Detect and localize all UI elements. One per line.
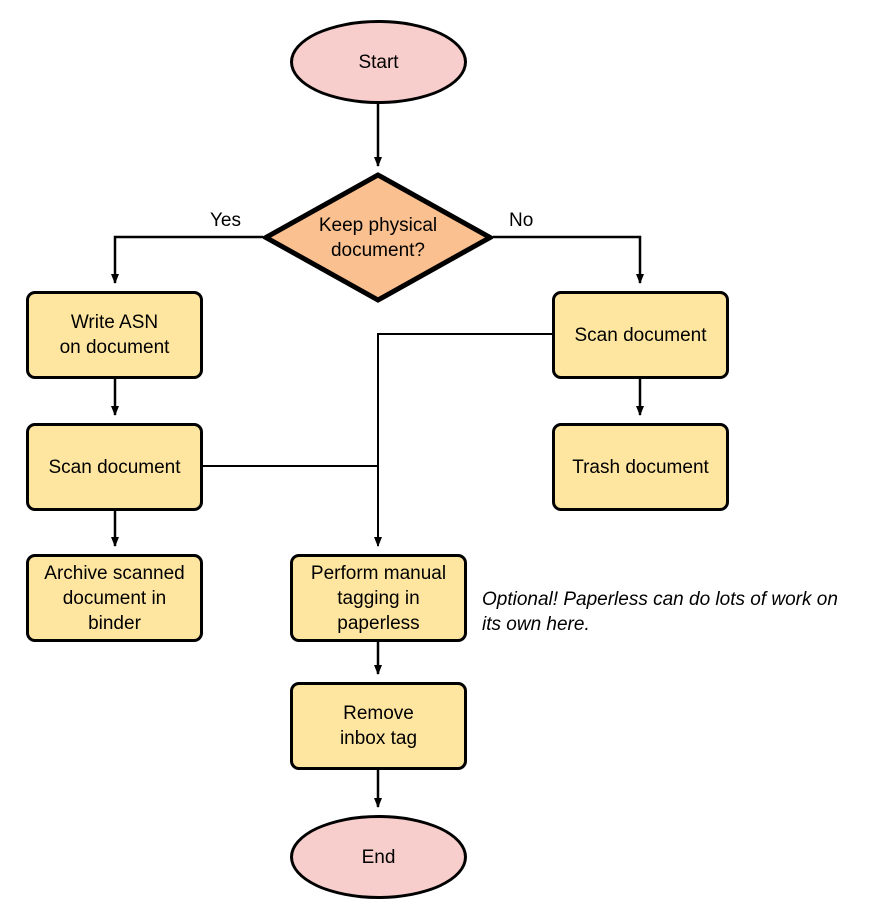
node-manual-tagging-label-line3: paperless [337, 612, 420, 634]
diamond-shape [263, 172, 493, 303]
edge-scan-right-to-manual-tagging [374, 333, 552, 547]
annotation-optional-note-line2: its own here. [482, 614, 590, 635]
node-scan-document-right-label: Scan document [574, 324, 707, 346]
node-scan-document-right[interactable]: Scan document [552, 291, 729, 379]
node-archive-label-line1: Archive scanned [44, 562, 185, 584]
node-archive-text: Archive scanned document in binder [44, 561, 184, 636]
node-start-label: Start [358, 51, 399, 73]
node-manual-tagging-text: Perform manual tagging in paperless [311, 561, 446, 636]
node-end[interactable]: End [290, 815, 467, 899]
node-archive-label-line3: binder [88, 612, 141, 634]
node-scan-document-left-label: Scan document [48, 456, 181, 478]
annotation-optional-note-line1: Optional! Paperless can do lots of work … [482, 589, 838, 610]
edge-decision-yes-to-write-asn [111, 235, 263, 284]
node-manual-tagging-label-line1: Perform manual [310, 562, 447, 584]
node-remove-inbox-label-line2: inbox tag [339, 728, 418, 749]
node-keep-physical-document-decision[interactable]: Keep physical document? [263, 172, 493, 303]
node-trash-document-label: Trash document [572, 456, 709, 478]
node-remove-inbox-label-line1: Remove [343, 703, 414, 724]
edge-label-yes: Yes [210, 210, 241, 231]
node-manual-tagging-label-line2: tagging in [337, 587, 420, 609]
node-write-asn-label-line2: on document [59, 337, 170, 358]
edge-decision-no-to-scan-right [493, 235, 644, 284]
node-write-asn-label-line1: Write ASN [70, 312, 159, 333]
node-archive-scanned-document[interactable]: Archive scanned document in binder [26, 554, 203, 642]
node-end-label: End [361, 846, 396, 868]
node-scan-document-left[interactable]: Scan document [26, 423, 203, 511]
node-trash-document[interactable]: Trash document [552, 423, 729, 511]
edge-label-no: No [509, 210, 534, 231]
annotation-optional-note: Optional! Paperless can do lots of work … [482, 587, 882, 637]
node-perform-manual-tagging[interactable]: Perform manual tagging in paperless [290, 554, 467, 642]
node-write-asn-on-document[interactable]: Write ASN on document [26, 291, 203, 379]
node-write-asn-text: Write ASN on document [60, 310, 170, 360]
node-archive-label-line2: document in [62, 587, 167, 609]
node-remove-inbox-tag[interactable]: Remove inbox tag [290, 682, 467, 770]
node-remove-inbox-text: Remove inbox tag [340, 701, 417, 751]
node-start[interactable]: Start [290, 20, 467, 104]
